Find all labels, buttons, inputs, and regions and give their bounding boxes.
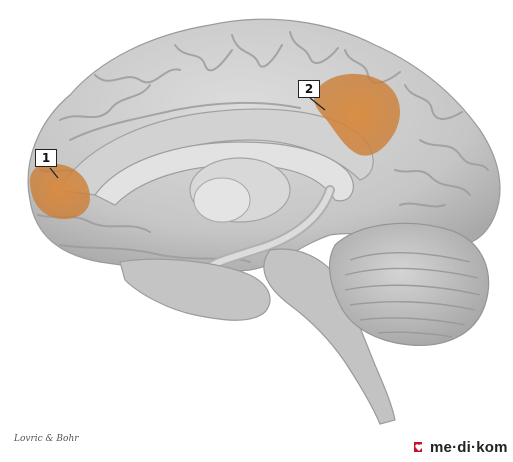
medikom-logo-icon [412, 440, 426, 454]
publisher-logo: me·di·kom [412, 438, 508, 456]
callout-2-label: 2 [298, 80, 320, 98]
logo-text: me·di·kom [430, 439, 508, 456]
author-credit: Lovric & Bohr [14, 434, 79, 444]
callout-1-label: 1 [35, 149, 57, 167]
